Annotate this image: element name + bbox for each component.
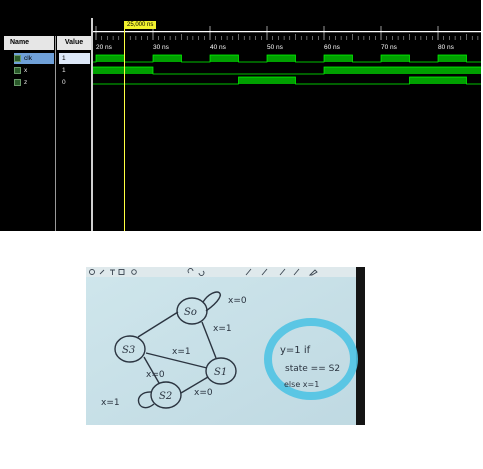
transition-label: x=1 [101,398,120,408]
transition-label: x=0 [194,388,213,398]
transition-arrow [201,321,217,359]
time-label: 20 ns [96,44,113,51]
signal-value: 1 [62,67,66,74]
toolbar-tool-icon [279,268,286,276]
toolbar-tool-icon [99,269,105,275]
clk-trace [93,54,481,63]
transition-arrow [143,356,160,384]
transition-arrow [202,291,221,312]
signal-name[interactable]: z [14,77,54,88]
state-label: So [184,307,197,318]
name-column-header[interactable]: Name [4,36,54,50]
signal-icon [14,54,21,62]
signal-name[interactable]: clk [14,53,54,64]
x-trace [93,66,481,75]
time-label: 40 ns [210,44,227,51]
transition-arrow [180,376,209,394]
transition-arrow [145,352,208,369]
state-s1 [205,357,237,385]
state-label: S1 [214,367,227,378]
time-label: 70 ns [381,44,398,51]
signal-icon [14,78,21,86]
signal-name-text: x [24,67,28,74]
signal-value: 0 [62,79,66,86]
whiteboard-photo: So S3 S1 S2 x=0 x=1 x=1 x=0 x=1 x=0 y=1 … [86,267,365,425]
time-label: 60 ns [324,44,341,51]
signal-value: 1 [59,53,90,64]
signal-icon [14,66,21,74]
signal-name-text: z [24,79,28,86]
toolbar-tool-icon [293,268,300,276]
value-column-header[interactable]: Value [57,36,91,50]
note-highlight [264,318,358,400]
waveform-viewer: Name Value clk 1 x 1 z 0 [0,0,481,231]
transition-label: x=1 [213,324,232,334]
toolbar-tool-icon [245,268,252,276]
waveform-canvas[interactable]: 20 ns 30 ns 40 ns 50 ns 60 ns 70 ns 80 n… [93,18,481,231]
toolbar-tool-icon [131,269,137,275]
time-label: 30 ns [153,44,170,51]
signal-name[interactable]: x [14,65,54,76]
state-label: S3 [122,345,135,356]
whiteboard-image: So S3 S1 S2 x=0 x=1 x=1 x=0 x=1 x=0 y=1 … [86,267,365,425]
z-trace [93,76,481,85]
transition-label: x=0 [228,296,247,306]
timeline-rule [93,31,481,32]
signal-row-x[interactable]: x 1 [4,65,92,76]
state-s2 [150,381,182,409]
toolbar-tool-icon [118,269,125,275]
toolbar-tool-icon [198,270,205,276]
signal-row-z[interactable]: z 0 [4,77,92,88]
note-line: y=1 if [280,345,311,356]
transition-label: x=0 [146,370,165,380]
note-line: else x=1 [284,380,319,389]
time-label: 50 ns [267,44,284,51]
column-divider[interactable] [55,36,56,231]
cursor-time-label[interactable]: 25,000 ns [124,21,157,29]
transition-label: x=1 [172,347,191,357]
toolbar-tool-icon [187,268,194,274]
state-label: S2 [159,391,172,402]
time-label: 80 ns [438,44,455,51]
toolbar-tool-icon [110,269,115,275]
transition-arrow [137,311,179,338]
state-s3 [114,335,146,363]
note-line: state == S2 [285,364,340,374]
time-ruler [93,26,481,40]
signal-row-clk[interactable]: clk 1 [4,53,92,64]
transition-arrow [137,391,155,409]
pane-splitter[interactable] [91,18,93,231]
signal-name-text: clk [24,55,32,62]
toolbar-tool-icon [308,269,318,276]
toolbar-tool-icon [89,269,95,275]
toolbar-tool-icon [261,268,268,276]
